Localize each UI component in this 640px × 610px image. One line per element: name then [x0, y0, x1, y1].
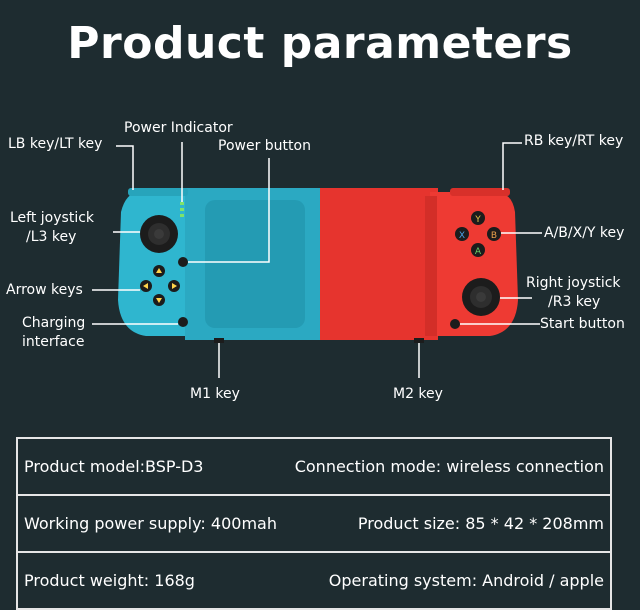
face-button-y-label: Y [474, 215, 481, 225]
start-button [450, 319, 460, 329]
m2-key-label: M2 key [393, 386, 443, 402]
rb-key-label: RB key/RT key [524, 133, 624, 149]
m2-key-nub [414, 338, 424, 343]
lb-key-label: LB key/LT key [8, 136, 103, 152]
r3-key-label: /R3 key [548, 294, 601, 310]
right-grip-inset [425, 196, 437, 336]
connection-mode: Connection mode: wireless connection [294, 457, 604, 476]
lb-shoulder [128, 188, 188, 196]
face-button-a: A [471, 243, 485, 257]
rb-leader [502, 142, 522, 190]
power-indicator-led-3 [180, 214, 184, 217]
face-button-b-label: B [491, 231, 497, 241]
product-model: Product model:BSP-D3 [24, 457, 204, 476]
product-weight: Product weight: 168g [24, 571, 195, 590]
face-button-y: Y [471, 211, 485, 225]
abxy-key-label: A/B/X/Y key [544, 225, 625, 241]
spec-table: Product model:BSP-D3 Connection mode: wi… [16, 437, 612, 610]
charging-interface-label: interface [22, 334, 85, 350]
right-tray [320, 188, 438, 340]
spec-row: Product model:BSP-D3 Connection mode: wi… [18, 439, 610, 496]
face-button-x-label: X [459, 231, 465, 241]
leader-lines [92, 142, 542, 378]
power-indicator-led-1 [180, 202, 184, 205]
face-button-a-label: A [475, 247, 482, 257]
power-button [178, 257, 188, 267]
power-supply: Working power supply: 400mah [24, 514, 277, 533]
face-button-b: B [487, 227, 501, 241]
power-indicator-label: Power Indicator [124, 120, 233, 136]
m1-key-label: M1 key [190, 386, 240, 402]
rb-shoulder [450, 188, 510, 196]
operating-system: Operating system: Android / apple [328, 571, 604, 590]
product-size: Product size: 85 * 42 * 208mm [357, 514, 604, 533]
lb-leader [116, 145, 134, 190]
start-button-label: Start button [540, 316, 625, 332]
controller-diagram: Y X B A [92, 142, 542, 378]
l3-key-label: /L3 key [26, 229, 77, 245]
face-button-x: X [455, 227, 469, 241]
power-indicator-led-2 [180, 208, 184, 211]
phone-clip-left [205, 200, 305, 328]
right-joystick-label: Right joystick [526, 275, 621, 291]
charging-port [178, 317, 188, 327]
power-button-leader [188, 158, 270, 263]
left-grip [118, 192, 205, 336]
spec-row: Working power supply: 400mah Product siz… [18, 496, 610, 553]
page-title: Product parameters [67, 18, 573, 69]
power-button-label: Power button [218, 138, 311, 154]
left-joystick-label: Left joystick [10, 210, 95, 226]
arrow-keys-label: Arrow keys [6, 282, 83, 298]
spec-row: Product weight: 168g Operating system: A… [18, 553, 610, 610]
charging-label: Charging [22, 315, 86, 331]
m1-key-nub [214, 338, 224, 343]
